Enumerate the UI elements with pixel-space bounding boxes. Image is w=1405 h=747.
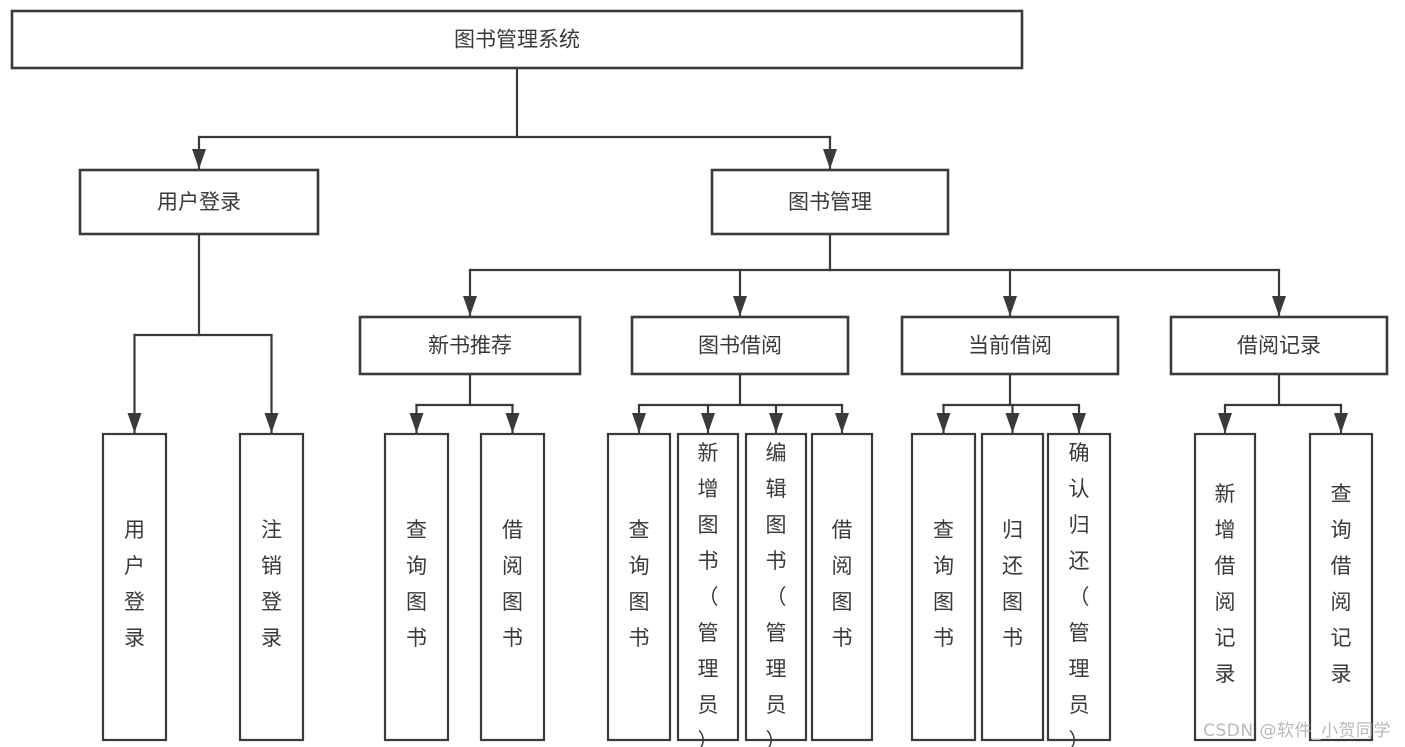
arrow-head-icon [264,413,279,433]
arrow-head-icon [936,413,951,433]
node-leaf-0-用户登录[interactable]: 用户登录 [101,432,168,742]
node-l1-用户登录[interactable]: 用户登录 [78,168,320,236]
node-leaf-6-编辑图书（管理员）-label: 编辑图书（管理员） [766,441,787,747]
node-leaf-9-归还图书-label: 归还图书 [1002,518,1023,650]
node-l1-图书管理[interactable]: 图书管理 [710,168,950,236]
node-leaf-8-查询图书-rect [910,432,977,742]
node-leaf-3-借阅图书[interactable]: 借阅图书 [479,432,546,742]
node-root-图书管理系统-rect [10,9,1024,70]
node-leaf-11-新增借阅记录[interactable]: 新增借阅记录 [1193,432,1257,742]
node-leaf-10-确认归还（管理员）-rect [1046,432,1112,742]
node-l2-新书推荐-rect [358,315,582,376]
node-leaf-6-编辑图书（管理员）-rect [744,432,808,742]
node-leaf-1-注销登录[interactable]: 注销登录 [238,432,305,742]
node-leaf-12-查询借阅记录[interactable]: 查询借阅记录 [1308,432,1374,742]
node-leaf-8-查询图书[interactable]: 查询图书 [910,432,977,742]
arrow-head-icon [1334,413,1348,433]
node-l2-图书借阅-rect [630,315,850,376]
node-leaf-1-注销登录-label: 注销登录 [261,518,282,650]
node-leaf-2-查询图书-label: 查询图书 [406,518,427,650]
node-leaf-2-查询图书-rect [383,432,450,742]
node-l2-借阅记录-rect [1169,315,1389,376]
node-l2-图书借阅[interactable]: 图书借阅 [630,315,850,376]
node-leaf-4-查询图书-rect [606,432,672,742]
node-leaf-1-注销登录-rect [238,432,305,742]
node-leaf-5-新增图书（管理员）-label: 新增图书（管理员） [698,441,719,747]
node-leaf-7-借阅图书-rect [810,432,874,742]
node-l2-新书推荐[interactable]: 新书推荐 [358,315,582,376]
node-l2-当前借阅-rect [900,315,1120,376]
arrow-head-icon [769,413,783,433]
node-leaf-6-编辑图书（管理员）[interactable]: 编辑图书（管理员） [744,432,808,747]
arrow-head-icon [1218,413,1232,433]
node-root-图书管理系统-label: 图书管理系统 [454,28,580,52]
node-leaf-3-借阅图书-rect [479,432,546,742]
node-leaf-11-新增借阅记录-rect [1193,432,1257,742]
node-l2-借阅记录[interactable]: 借阅记录 [1169,315,1389,376]
node-l2-图书借阅-label: 图书借阅 [698,334,782,358]
node-l1-用户登录-rect [78,168,320,236]
node-leaf-10-确认归还（管理员）[interactable]: 确认归还（管理员） [1046,432,1112,747]
node-leaf-5-新增图书（管理员）[interactable]: 新增图书（管理员） [676,432,740,747]
node-l2-当前借阅-label: 当前借阅 [968,334,1052,358]
arrow-head-icon [823,149,837,169]
node-l1-图书管理-rect [710,168,950,236]
node-leaf-0-用户登录-label: 用户登录 [124,518,145,650]
node-leaf-0-用户登录-rect [101,432,168,742]
node-leaf-2-查询图书[interactable]: 查询图书 [383,432,450,742]
node-leaf-12-查询借阅记录-label: 查询借阅记录 [1331,482,1352,686]
node-leaf-4-查询图书-label: 查询图书 [629,518,650,650]
arrow-head-icon [192,149,206,169]
arrow-head-icon [1003,296,1017,316]
node-leaf-7-借阅图书[interactable]: 借阅图书 [810,432,874,742]
arrow-head-icon [733,296,747,316]
arrow-head-icon [701,413,715,433]
node-l2-当前借阅[interactable]: 当前借阅 [900,315,1120,376]
connectors-layer [127,66,1348,435]
node-leaf-3-借阅图书-label: 借阅图书 [502,518,523,650]
node-leaf-5-新增图书（管理员）-rect [676,432,740,742]
arrow-head-icon [1272,296,1286,316]
node-l1-用户登录-label: 用户登录 [157,190,241,214]
arrow-head-icon [632,413,646,433]
node-leaf-12-查询借阅记录-rect [1308,432,1374,742]
node-leaf-9-归还图书-rect [980,432,1045,742]
arrow-head-icon [505,413,520,433]
node-l1-图书管理-label: 图书管理 [788,190,872,214]
arrow-head-icon [127,413,142,433]
node-leaf-10-确认归还（管理员）-label: 确认归还（管理员） [1069,441,1090,747]
arrow-head-icon [1005,413,1020,433]
arrow-head-icon [409,413,424,433]
node-leaf-9-归还图书[interactable]: 归还图书 [980,432,1045,742]
arrow-head-icon [463,296,477,316]
arrow-head-icon [835,413,849,433]
node-leaf-4-查询图书[interactable]: 查询图书 [606,432,672,742]
nodes-layer: 图书管理系统用户登录图书管理新书推荐图书借阅当前借阅借阅记录用户登录注销登录查询… [10,9,1389,747]
node-l2-借阅记录-label: 借阅记录 [1237,334,1321,358]
node-leaf-7-借阅图书-label: 借阅图书 [832,518,853,650]
node-leaf-11-新增借阅记录-label: 新增借阅记录 [1215,482,1236,686]
arrow-head-icon [1072,413,1086,433]
node-leaf-8-查询图书-label: 查询图书 [933,518,954,650]
node-l2-新书推荐-label: 新书推荐 [428,334,512,358]
node-root-图书管理系统[interactable]: 图书管理系统 [10,9,1024,70]
